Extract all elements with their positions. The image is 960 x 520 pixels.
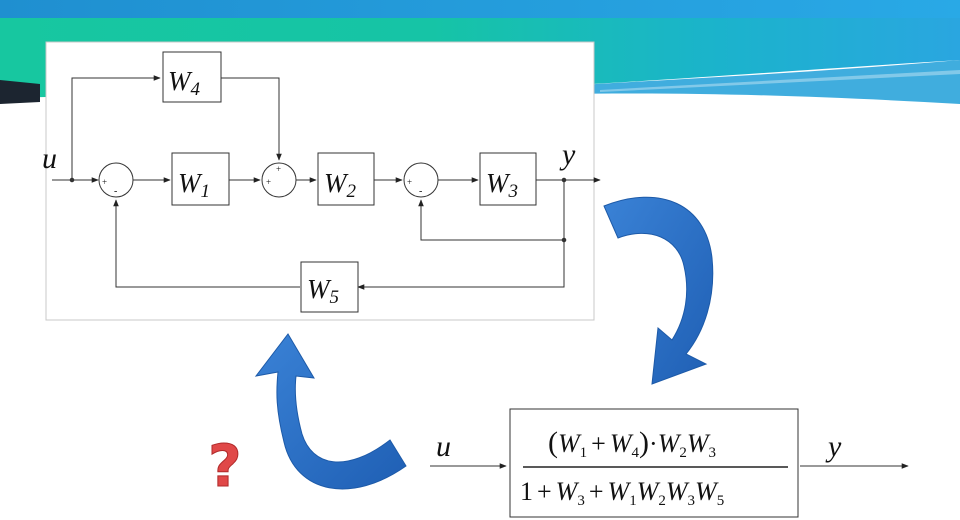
block-w3-label: W3: [486, 168, 518, 202]
sum2-plus-sign-top: +: [276, 164, 281, 174]
sum1-minus-sign: -: [114, 186, 117, 197]
sum3-plus-sign: +: [407, 177, 412, 187]
transfer-function-box: [509, 408, 799, 518]
transform-arrow-down: [603, 196, 714, 385]
result-output-label: y: [825, 430, 842, 463]
outer-feedback-line: [113, 199, 300, 288]
input-signal-label: u: [42, 142, 57, 175]
block-w1-label: W1: [178, 168, 210, 202]
w5-feed-line: [357, 240, 565, 290]
block-diagram: [52, 51, 601, 313]
sum1-plus-sign: +: [102, 177, 107, 187]
w4-to-sum2-line: [221, 77, 282, 161]
block-labels: W4 W1 W2 W3 W5: [168, 66, 518, 308]
block-w5-label: W5: [307, 274, 339, 308]
equivalent-system: u y (W1+W4)·W2W3 1+W3+W1W2W3W5: [430, 408, 909, 518]
block-w3: [479, 152, 537, 206]
block-w4-label: W4: [168, 66, 201, 100]
output-signal-label: y: [559, 138, 576, 171]
block-w5: [300, 261, 359, 313]
block-w2-label: W2: [324, 168, 357, 202]
sum2-plus-sign-left: +: [266, 177, 271, 187]
question-mark: ?: [208, 432, 242, 500]
sum3-minus-sign: -: [419, 186, 422, 197]
sum-signs: + - + + + -: [102, 164, 422, 197]
reverse-arrow-up: [254, 333, 407, 490]
numerator: (W1+W4)·W2W3: [548, 426, 716, 461]
denominator: 1+W3+W1W2W3W5: [520, 477, 724, 509]
result-input-label: u: [436, 430, 451, 463]
inner-feedback-line: [418, 180, 565, 241]
w4-feed-line: [71, 75, 161, 180]
block-w2: [317, 152, 375, 206]
block-w1: [171, 152, 230, 206]
block-w4: [162, 51, 222, 103]
